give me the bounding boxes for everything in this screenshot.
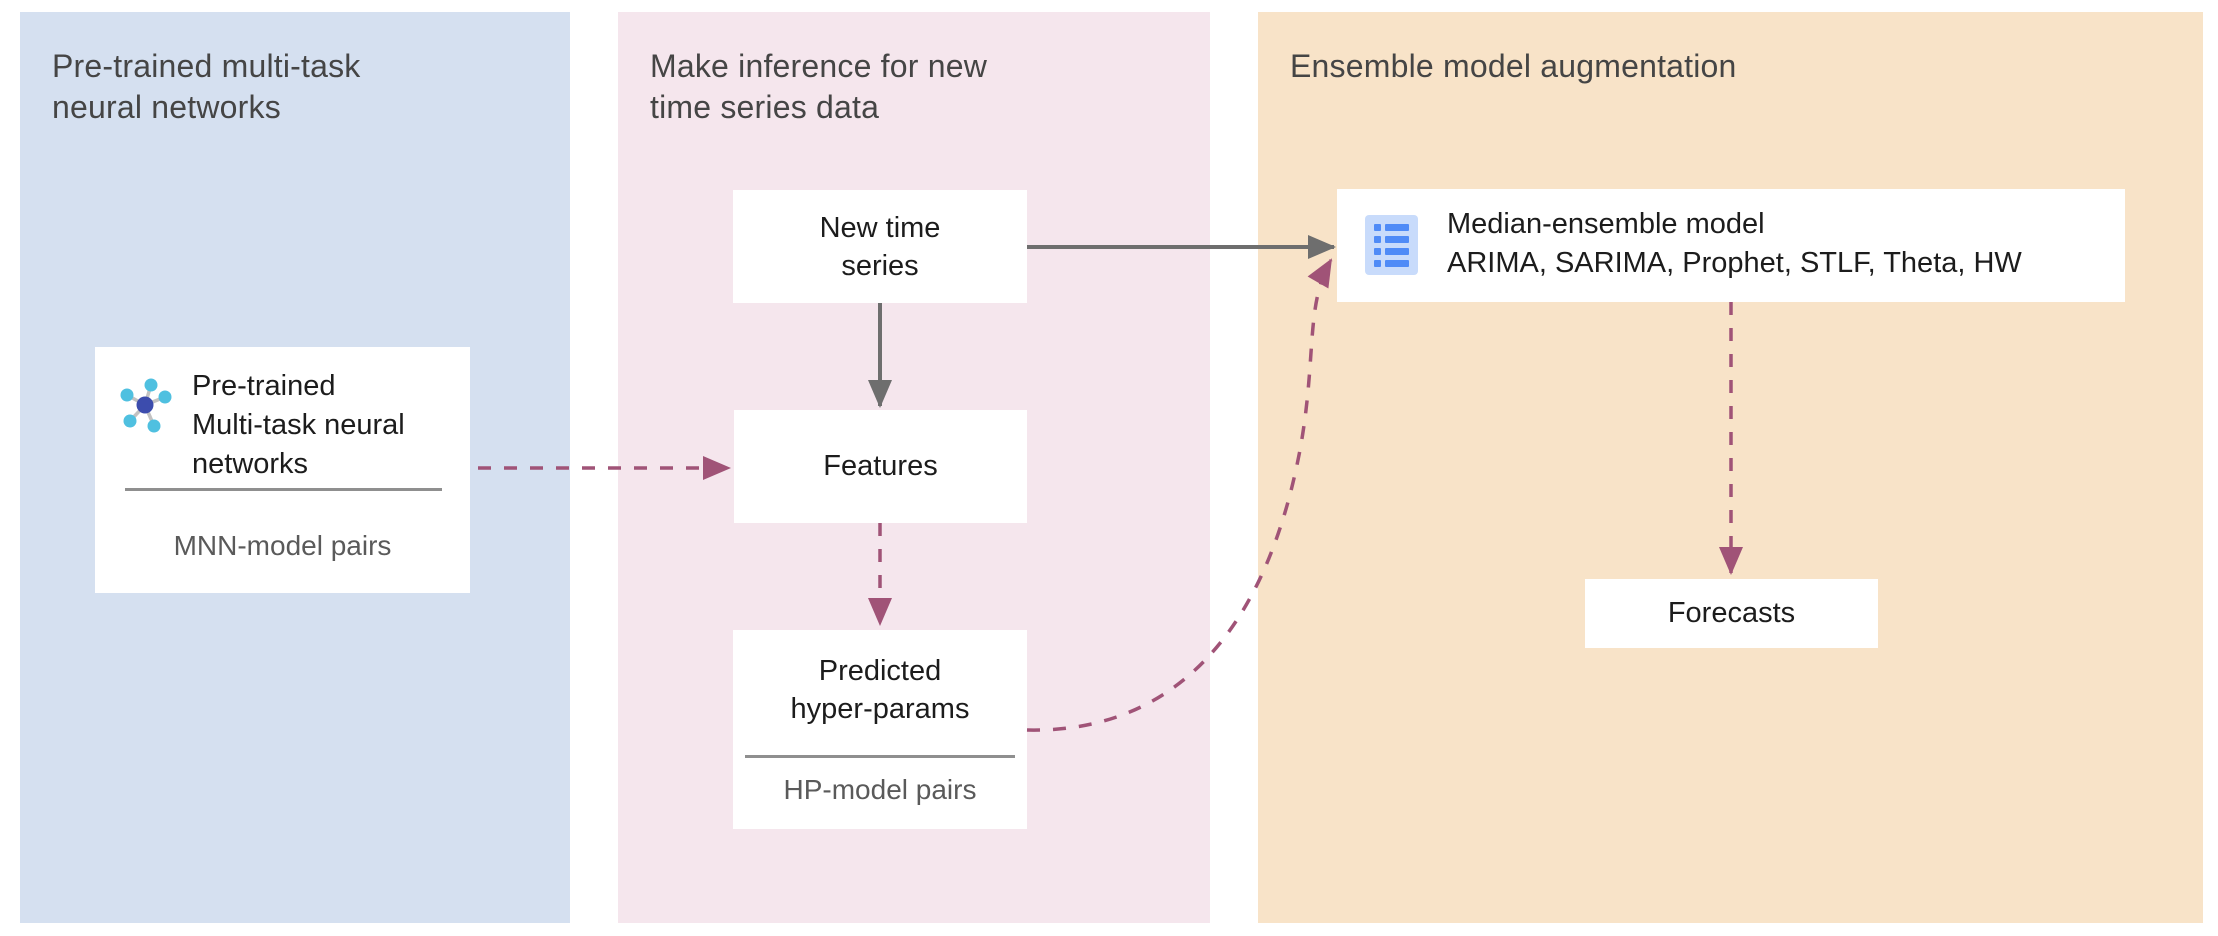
node-title-line: hyper-params	[790, 693, 970, 725]
node-models-line: ARIMA, SARIMA, Prophet, STLF, Theta, HW	[1447, 247, 2022, 279]
panel-title-line: Pre-trained multi-task	[52, 48, 361, 84]
hub-satellite	[123, 414, 137, 428]
node-label: Forecasts	[1667, 597, 1796, 629]
node-subtitle: HP-model pairs	[783, 774, 977, 805]
hub-satellite	[120, 388, 134, 402]
node-label: Features	[823, 450, 938, 482]
panel-title-line: Make inference for new	[650, 48, 988, 84]
list-icon-rows	[1374, 224, 1409, 267]
node-pretrained-mnn: Pre-trained Multi-task neural networks M…	[95, 347, 470, 593]
hub-satellite	[144, 378, 158, 392]
panel-title-line: time series data	[650, 89, 880, 125]
panel-title: Pre-trained multi-task neural networks	[52, 46, 361, 128]
node-label-line: New time	[819, 211, 941, 244]
divider	[125, 488, 442, 491]
list-icon	[1365, 215, 1418, 275]
node-title-line: Predicted	[818, 655, 942, 687]
node-median-ensemble-model: Median-ensemble model ARIMA, SARIMA, Pro…	[1337, 189, 2125, 302]
node-title: Median-ensemble model ARIMA, SARIMA, Pro…	[1447, 205, 2022, 283]
network-hub-icon	[120, 378, 172, 433]
node-forecasts: Forecasts	[1585, 579, 1878, 648]
panel-title-line: Ensemble model augmentation	[1290, 48, 1737, 84]
panel-title-line: neural networks	[52, 89, 281, 125]
divider	[745, 755, 1015, 758]
hub-center	[136, 396, 154, 414]
panel-ensemble-augmentation: Ensemble model augmentation	[1258, 12, 2203, 923]
hub-satellite	[158, 390, 172, 404]
node-features: Features	[734, 410, 1027, 523]
node-title-line: networks	[192, 448, 309, 480]
node-title-line: Pre-trained	[192, 370, 336, 402]
node-title-line: Median-ensemble model	[1447, 208, 1765, 240]
node-title: Pre-trained Multi-task neural networks	[192, 367, 405, 484]
node-predicted-hyper-params: Predicted hyper-params HP-model pairs	[733, 630, 1027, 829]
node-title-line: Multi-task neural	[192, 409, 405, 441]
panel-title: Make inference for new time series data	[650, 46, 987, 128]
node-new-time-series: New time series	[733, 190, 1027, 303]
panel-title: Ensemble model augmentation	[1290, 46, 1737, 87]
hub-satellite	[147, 419, 161, 433]
node-label-line: series	[841, 249, 919, 282]
node-subtitle: MNN-model pairs	[173, 530, 392, 561]
node-title: Predicted hyper-params	[733, 652, 1027, 728]
